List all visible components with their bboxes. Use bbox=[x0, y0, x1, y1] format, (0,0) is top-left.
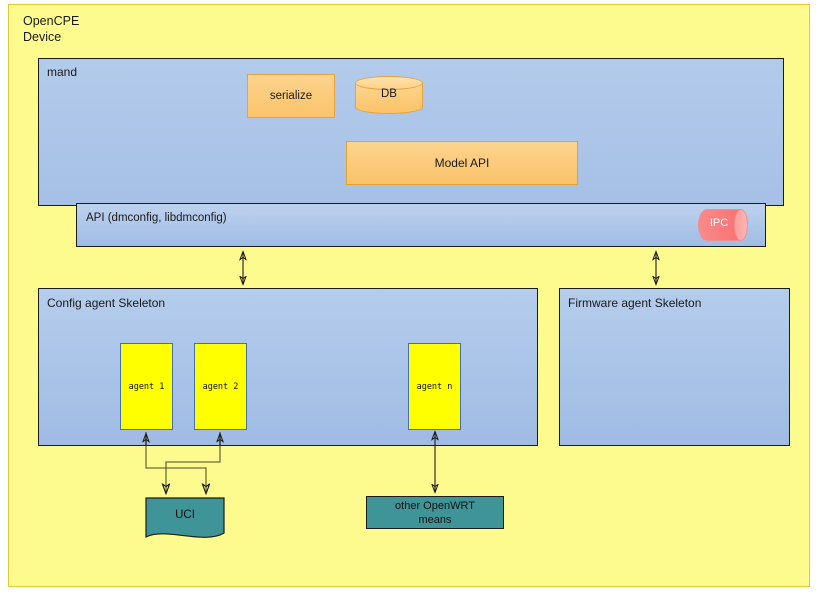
agent-box-1[interactable]: agent 1 bbox=[120, 343, 173, 430]
ipc-cylinder-cap bbox=[734, 209, 748, 241]
config-agent-skeleton-panel[interactable]: Config agent Skeleton bbox=[38, 288, 538, 446]
uci-component[interactable]: UCI bbox=[145, 497, 225, 541]
ipc-cylinder-body bbox=[698, 209, 740, 241]
config-agent-skeleton-label: Config agent Skeleton bbox=[47, 296, 166, 310]
ipc-cylinder[interactable]: IPC bbox=[698, 209, 748, 241]
agent-box-n[interactable]: agent n bbox=[408, 343, 461, 430]
ipc-label: IPC bbox=[709, 217, 729, 229]
api-bar-label: API (dmconfig, libdmconfig) bbox=[86, 212, 227, 224]
diagram-title: OpenCPE Device bbox=[23, 14, 80, 44]
db-label: DB bbox=[381, 88, 397, 100]
db-cylinder[interactable]: DB bbox=[355, 76, 423, 118]
firmware-agent-skeleton-label: Firmware agent Skeleton bbox=[568, 296, 702, 310]
db-cylinder-top bbox=[355, 76, 423, 90]
openwrt-means-component[interactable]: other OpenWRT means bbox=[366, 496, 504, 529]
uci-label: UCI bbox=[175, 509, 195, 521]
serialize-component[interactable]: serialize bbox=[247, 74, 335, 118]
openwrt-means-label-line2: means bbox=[418, 513, 452, 526]
agent-box-2[interactable]: agent 2 bbox=[194, 343, 247, 430]
openwrt-means-label-line1: other OpenWRT bbox=[395, 499, 475, 512]
model-api-component[interactable]: Model API bbox=[346, 141, 578, 185]
uci-document-shape bbox=[145, 497, 225, 538]
api-bar[interactable]: API (dmconfig, libdmconfig) bbox=[76, 203, 766, 247]
mand-panel-label: mand bbox=[47, 65, 78, 79]
firmware-agent-skeleton-panel[interactable]: Firmware agent Skeleton bbox=[559, 288, 790, 446]
